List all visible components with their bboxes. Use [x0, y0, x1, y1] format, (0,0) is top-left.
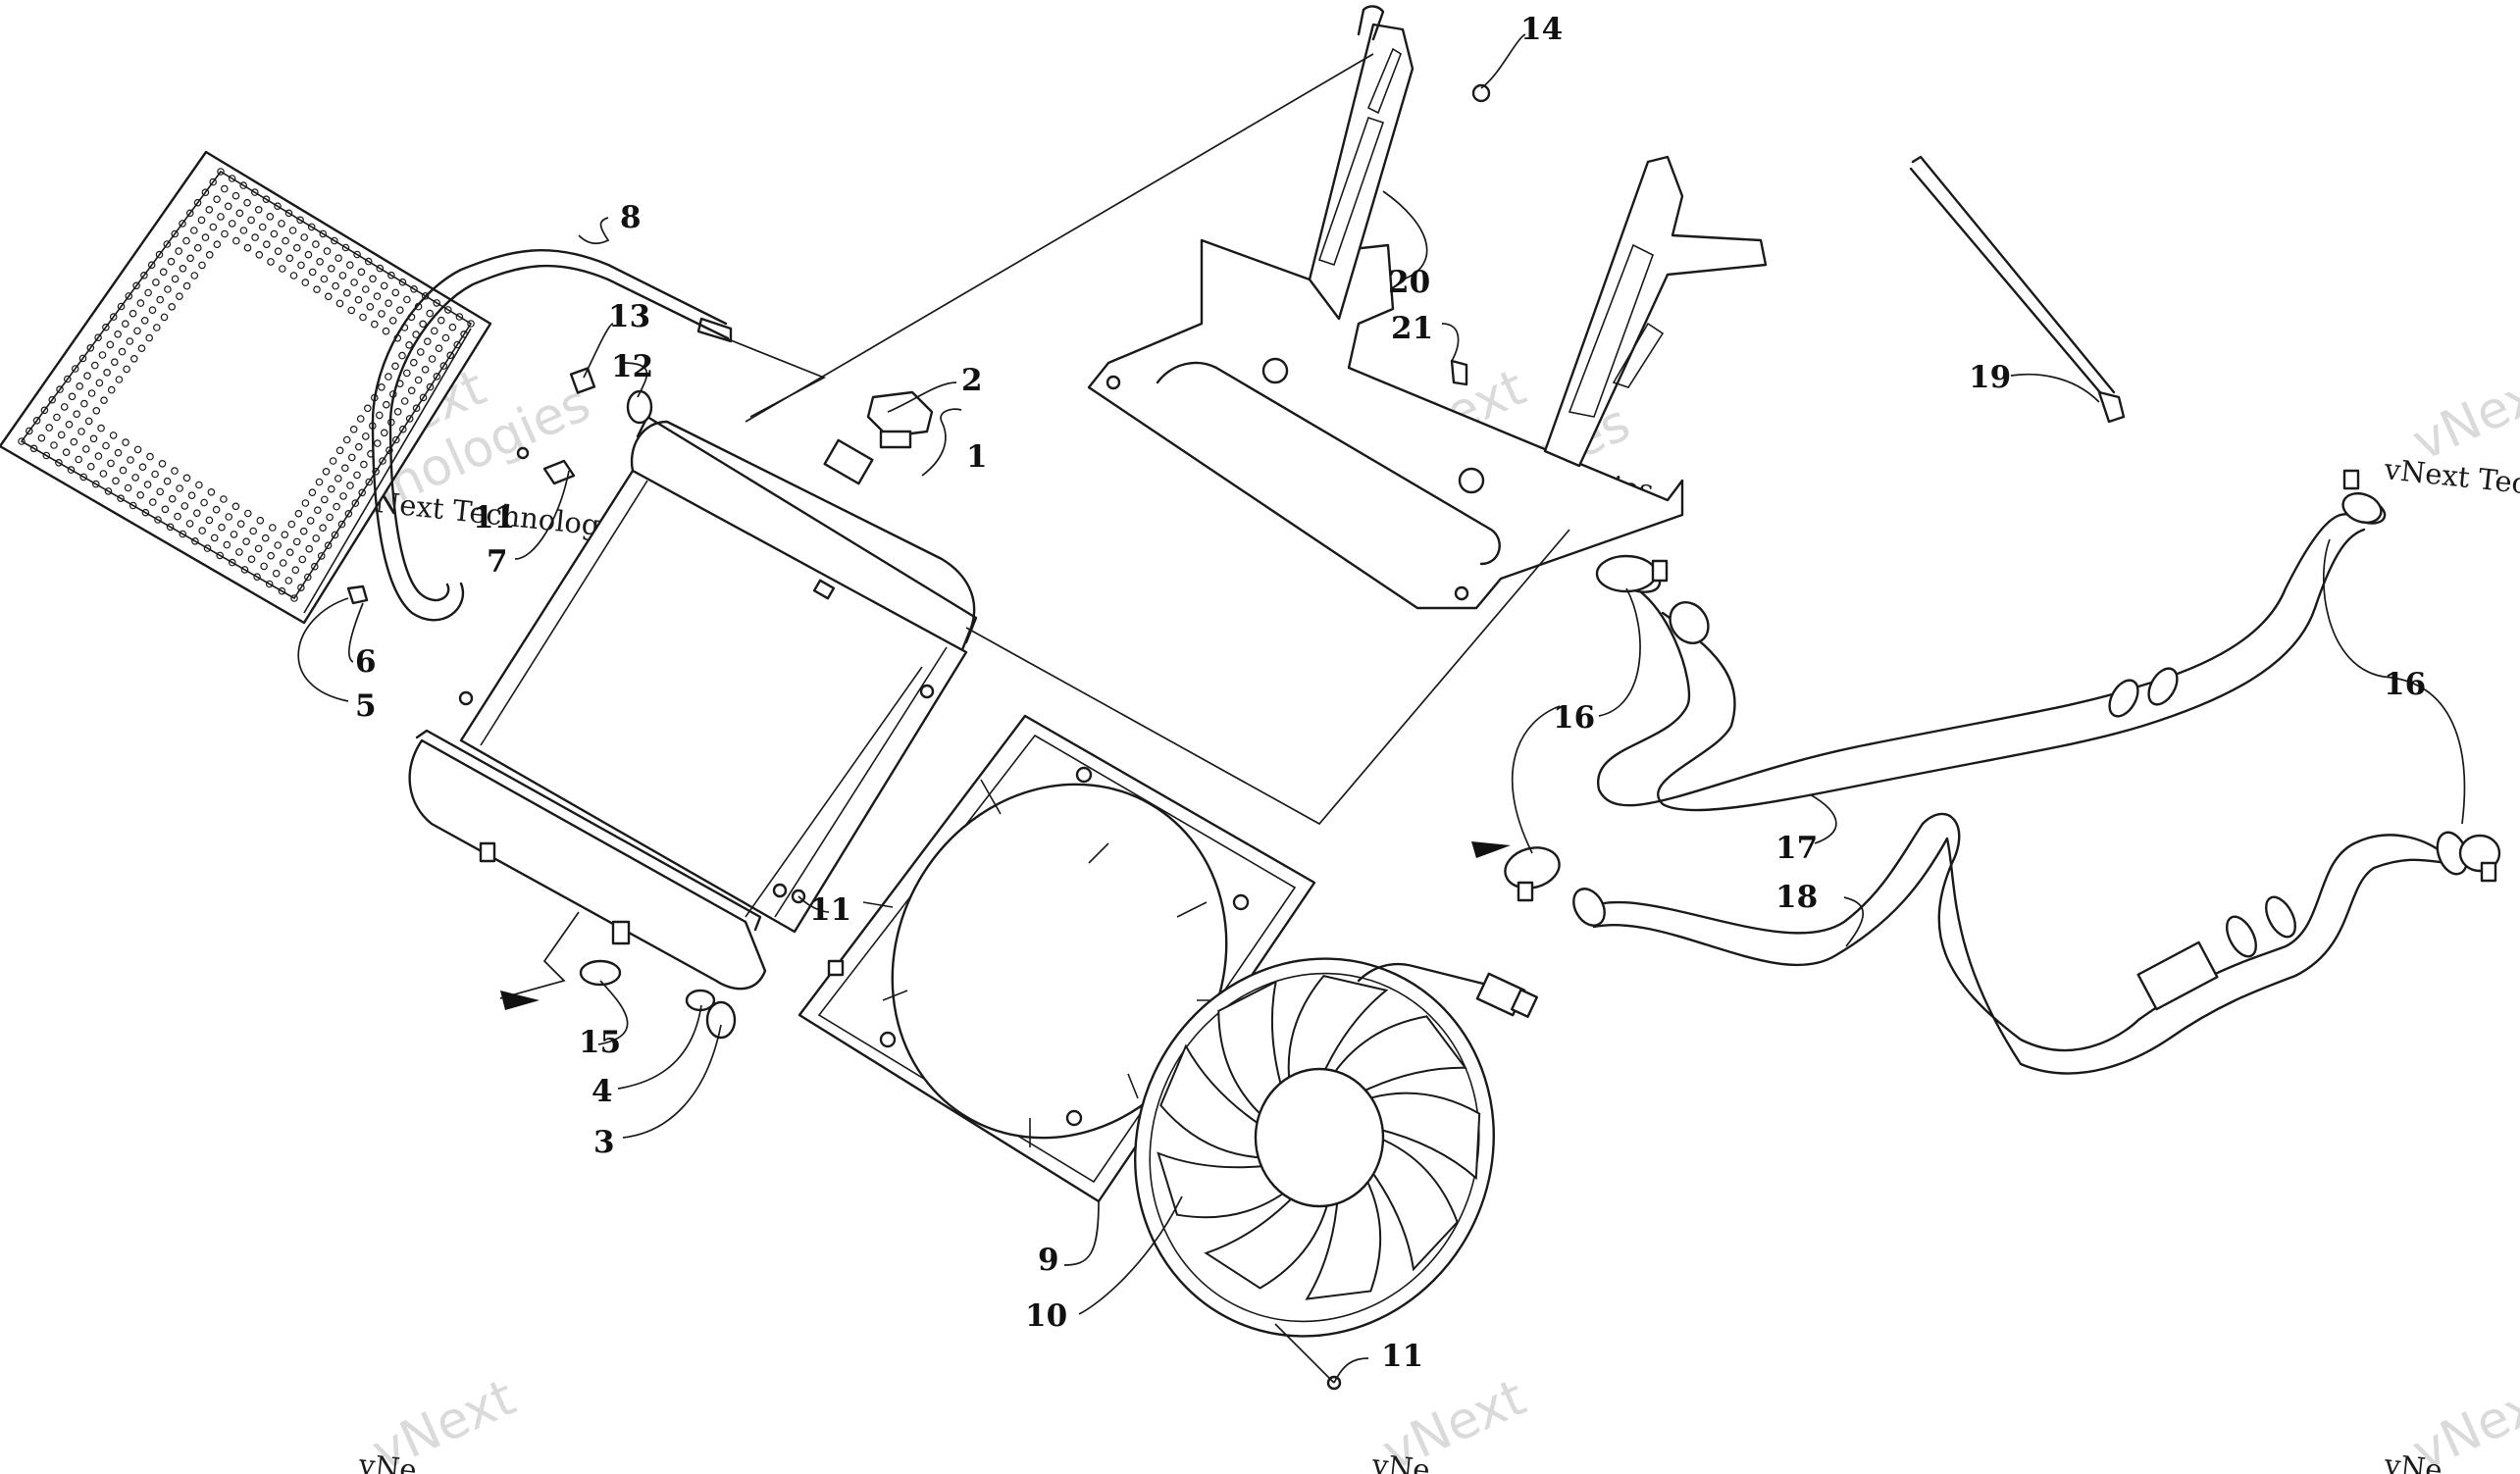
callout-16-right: 16 — [2384, 667, 2426, 702]
screen-perforations — [18, 168, 475, 602]
callout-6: 6 — [355, 644, 377, 680]
callout-8: 8 — [620, 200, 642, 235]
coolant-hose-upper — [1596, 495, 2387, 812]
fan-blade — [1204, 1191, 1331, 1290]
fan-blade — [1217, 980, 1284, 1119]
callout-4: 4 — [591, 1074, 613, 1109]
fan-shroud-part — [797, 714, 1316, 1203]
fan-blade — [1157, 1151, 1292, 1219]
callout-3: 3 — [593, 1125, 615, 1160]
cooling-fan-part — [1134, 957, 1539, 1338]
fan-blades — [1157, 974, 1481, 1300]
radiator-part — [408, 415, 978, 991]
fan-blade — [1305, 1174, 1382, 1300]
callout-11-fan: 11 — [1381, 1339, 1423, 1374]
callout-12: 12 — [611, 349, 653, 384]
callout-17: 17 — [1775, 831, 1818, 866]
fasteners — [346, 83, 1491, 1391]
callout-2: 2 — [961, 363, 983, 398]
callout-20: 20 — [1388, 265, 1430, 300]
fan-blade — [1368, 1136, 1459, 1272]
fan-blade — [1159, 1043, 1265, 1159]
callout-11-shroud: 11 — [809, 892, 851, 928]
callout-9: 9 — [1038, 1243, 1059, 1278]
callout-5: 5 — [355, 688, 377, 724]
callout-10: 10 — [1025, 1298, 1067, 1334]
watermark-small-4: vNe — [356, 1448, 418, 1474]
reference-lines — [499, 53, 1570, 999]
fan-blade — [1287, 974, 1389, 1089]
coolant-hose-lower — [1572, 812, 2469, 1075]
callout-16-left: 16 — [1553, 700, 1595, 736]
hose-clamps — [1504, 469, 2501, 902]
fan-blade — [1327, 1015, 1467, 1095]
callout-19: 19 — [1969, 360, 2011, 395]
watermark-small-5: vNe — [1369, 1448, 1431, 1474]
callout-7: 7 — [487, 544, 508, 580]
tie-strap-part — [1909, 155, 2126, 424]
radiator-screen-part — [0, 150, 492, 625]
callout-15: 15 — [579, 1025, 621, 1060]
radiator-bracket-part — [1087, 5, 1768, 610]
watermark-small-3: vNext Tec — [2382, 452, 2520, 500]
direction-arrows — [500, 841, 1511, 1010]
callout-14: 14 — [1520, 12, 1563, 47]
overflow-hose-part — [371, 249, 733, 622]
callout-labels: 1 2 3 4 5 6 7 8 9 10 11 11 11 12 13 14 1… — [355, 12, 2426, 1374]
watermark-small-6: vNe — [2382, 1448, 2443, 1474]
callout-21: 21 — [1391, 311, 1433, 346]
callout-1: 1 — [966, 439, 988, 475]
callout-18: 18 — [1775, 880, 1818, 915]
callout-11-radiator: 11 — [473, 500, 515, 535]
callout-leaders — [297, 33, 2466, 1384]
fan-blade — [1363, 1092, 1481, 1181]
callout-13: 13 — [608, 299, 650, 334]
